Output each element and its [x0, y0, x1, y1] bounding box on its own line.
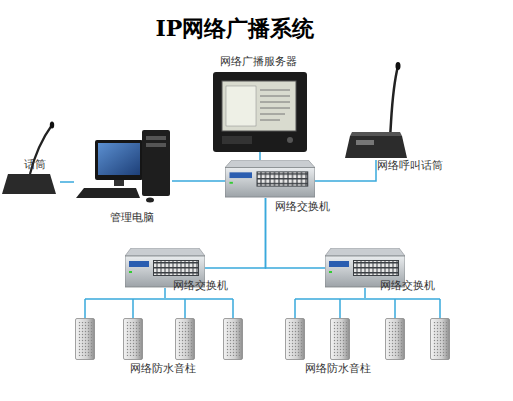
- mic-base-top: [350, 132, 402, 136]
- monitor-stand: [114, 180, 124, 186]
- monitor: [95, 140, 143, 180]
- device-label: 话筒: [24, 158, 46, 171]
- device-label: 网络交换机: [173, 279, 228, 292]
- speaker-column: [331, 319, 350, 360]
- device-node: 网络防水音柱: [280, 298, 456, 378]
- device-node: 管理电脑: [74, 128, 172, 203]
- diagram-title: IP网络广播系统: [0, 14, 470, 44]
- mic-base: [2, 174, 56, 194]
- speaker-column: [386, 319, 405, 360]
- device-label: 网络交换机: [380, 279, 435, 292]
- speaker-column: [176, 319, 195, 360]
- device-node: 网络防水音柱: [72, 298, 248, 378]
- speaker-fanout-wires: [85, 299, 440, 318]
- device-node: 话筒: [2, 122, 60, 197]
- server-screen: [222, 81, 296, 131]
- device-label: 管理电脑: [110, 211, 154, 224]
- network-cable: [259, 152, 261, 160]
- pc-tower: [142, 130, 170, 196]
- monitor-screen: [98, 143, 140, 175]
- device-node: 网络交换机: [225, 160, 315, 198]
- keyboard: [76, 188, 140, 198]
- device-node: 网络呼叫话筒: [345, 62, 407, 160]
- network-cable: [205, 198, 266, 268]
- drive-bay: [146, 143, 166, 147]
- server-buttons: [222, 136, 252, 144]
- server-knob: [287, 137, 293, 143]
- device-node: 网络交换机: [125, 248, 205, 288]
- device-label: 网络交换机: [275, 200, 330, 213]
- mic-head: [396, 62, 401, 70]
- server-panel: [226, 86, 256, 126]
- server-chassis: [213, 72, 307, 152]
- network-cable: [315, 160, 376, 181]
- drive-bay: [146, 136, 166, 140]
- network-cable: [164, 288, 166, 298]
- speaker-column: [224, 319, 243, 360]
- mic-button: [356, 140, 374, 145]
- server-screen-lines: [260, 90, 290, 120]
- speaker-column: [76, 319, 95, 360]
- speaker-illustrations: [76, 319, 450, 360]
- server-illustration: [213, 72, 307, 152]
- mic-base: [345, 136, 407, 158]
- pc-illustration: [76, 130, 170, 203]
- fanout-wire: [295, 299, 440, 318]
- device-node: 网络交换机: [325, 248, 405, 288]
- speaker-column: [124, 319, 143, 360]
- fanout-wire: [85, 299, 233, 318]
- device-label: 网络防水音柱: [305, 362, 371, 375]
- paging-mic-illustration: [345, 62, 407, 158]
- speaker-column: [286, 319, 305, 360]
- mic-head: [50, 122, 54, 129]
- network-cable: [60, 181, 74, 183]
- switch-illustration: [225, 160, 315, 197]
- device-label: 网络呼叫话筒: [377, 159, 443, 172]
- desk-mic-illustration: [2, 122, 56, 195]
- gooseneck: [390, 66, 398, 138]
- network-cable: [364, 288, 366, 298]
- device-label: 网络防水音柱: [130, 362, 196, 375]
- device-label: 网络广播服务器: [220, 55, 297, 68]
- mouse: [146, 198, 154, 203]
- speaker-column: [431, 319, 450, 360]
- network-cable: [172, 180, 225, 182]
- device-node: 网络广播服务器: [213, 72, 307, 152]
